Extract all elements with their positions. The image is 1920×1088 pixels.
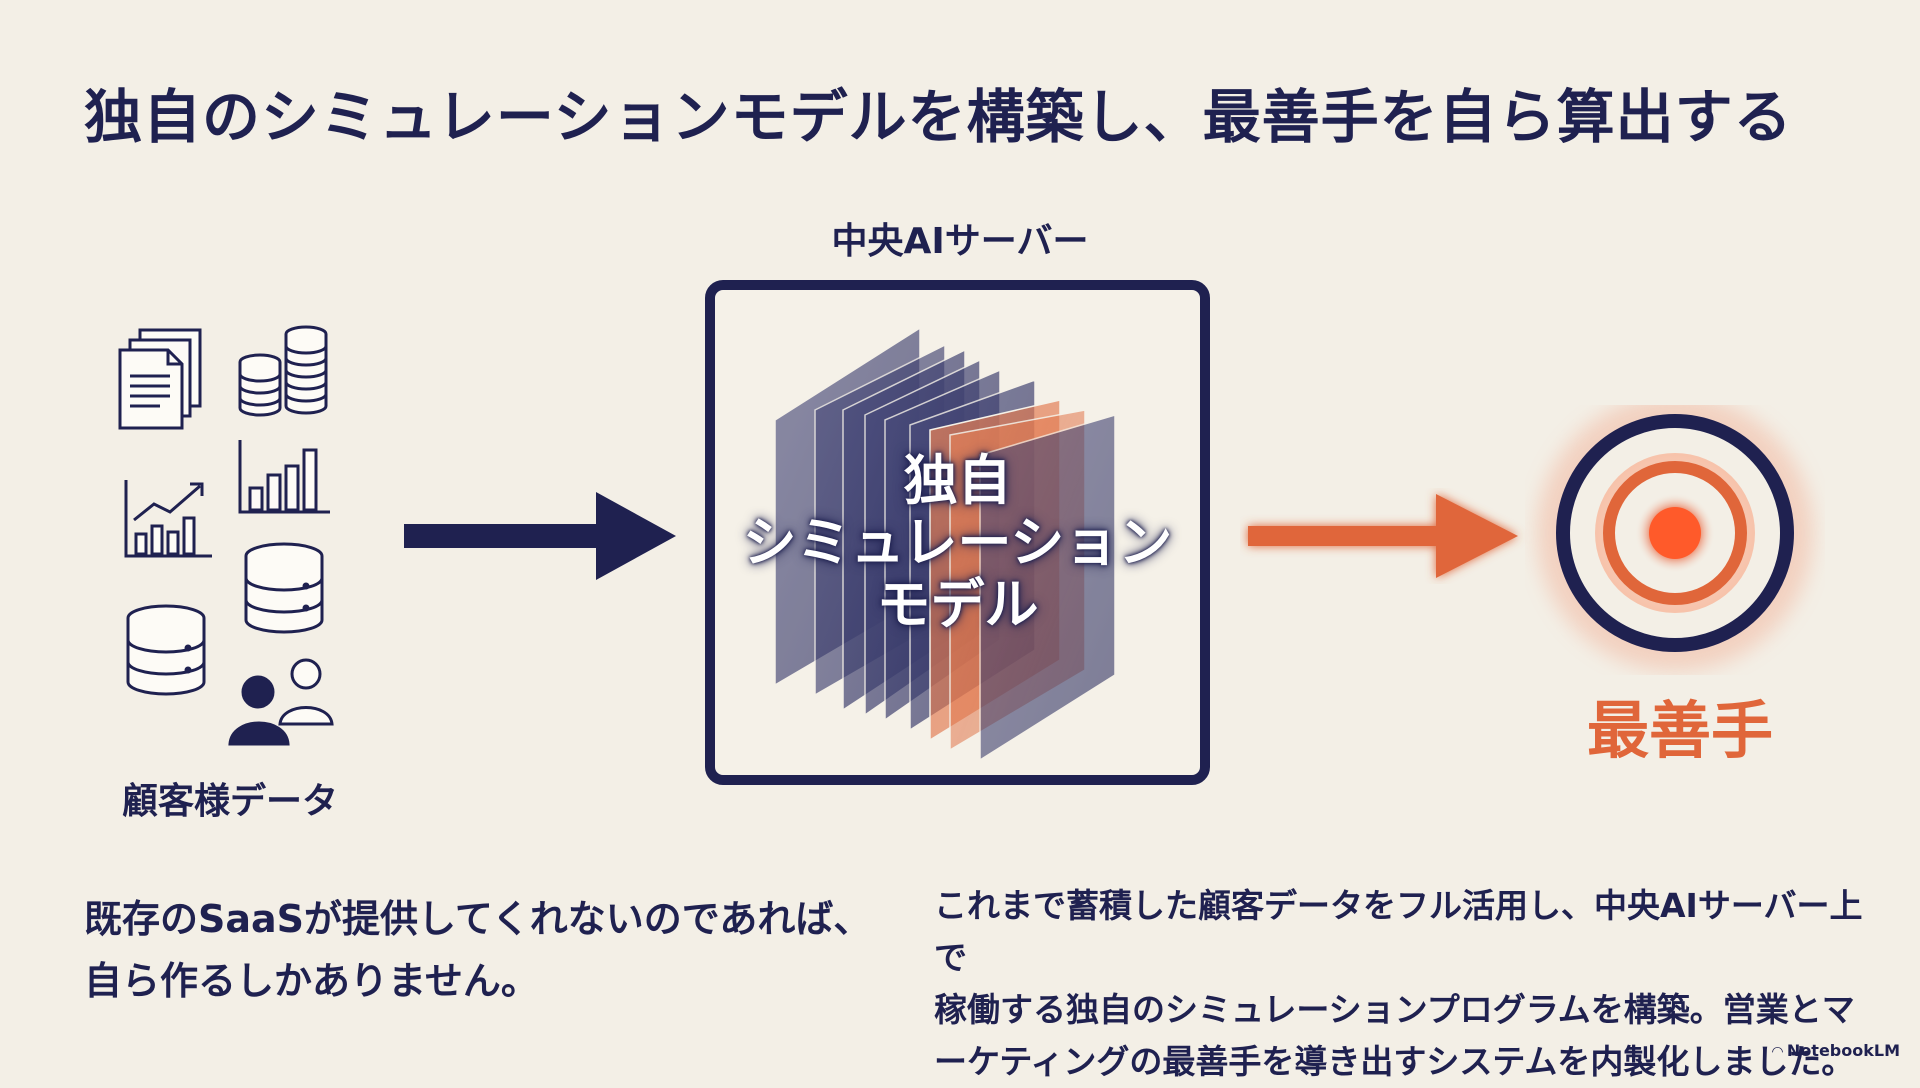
- model-line-3: モデル: [876, 573, 1039, 636]
- users-icon: [228, 658, 334, 746]
- note-left-line-2: 自ら作るしかありません。: [84, 959, 539, 1003]
- customer-data-icons: [110, 320, 350, 750]
- right-arrow-icon: [1248, 494, 1518, 578]
- right-arrow-icon: [404, 492, 676, 580]
- target-icon: [1537, 405, 1813, 671]
- server-label: 中央AIサーバー: [831, 221, 1089, 262]
- model-line-1: 独自: [903, 449, 1012, 512]
- note-right-line-1: これまで蓄積した顧客データをフル活用し、中央AIサーバー上で: [934, 886, 1863, 977]
- database-icon: [244, 542, 324, 634]
- line-chart-icon: [124, 480, 212, 558]
- customer-data-label: 顧客様データ: [121, 781, 338, 822]
- note-left-line-1: 既存のSaaSが提供してくれないのであれば、: [84, 897, 872, 941]
- central-ai-server: 独自 シミュレーション モデル: [705, 280, 1210, 785]
- note-right-line-3: ーケティングの最善手を導き出すシステムを内製化しました。: [934, 1042, 1855, 1081]
- watermark-text: NotebookLM: [1786, 1041, 1900, 1060]
- database-icon: [126, 604, 206, 696]
- coin-stack-icon: [238, 325, 328, 417]
- model-line-2: シミュレーション: [742, 511, 1173, 574]
- model-layers-icon: [774, 326, 1116, 762]
- watermark: ◠NotebookLM: [1772, 1041, 1900, 1060]
- model-title: 独自 シミュレーション モデル: [715, 450, 1200, 636]
- note-right: これまで蓄積した顧客データをフル活用し、中央AIサーバー上で 稼働する独自のシミ…: [934, 880, 1874, 1088]
- notebooklm-icon: ◠: [1772, 1044, 1783, 1060]
- note-right-line-2: 稼働する独自のシミュレーションプログラムを構築。営業とマ: [934, 990, 1855, 1029]
- best-move-label: 最善手: [1586, 694, 1773, 767]
- page-title: 独自のシミュレーションモデルを構築し、最善手を自ら算出する: [84, 83, 1793, 151]
- documents-icon: [118, 328, 202, 430]
- note-left: 既存のSaaSが提供してくれないのであれば、 自ら作るしかありません。: [84, 888, 904, 1012]
- bar-chart-icon: [238, 440, 330, 514]
